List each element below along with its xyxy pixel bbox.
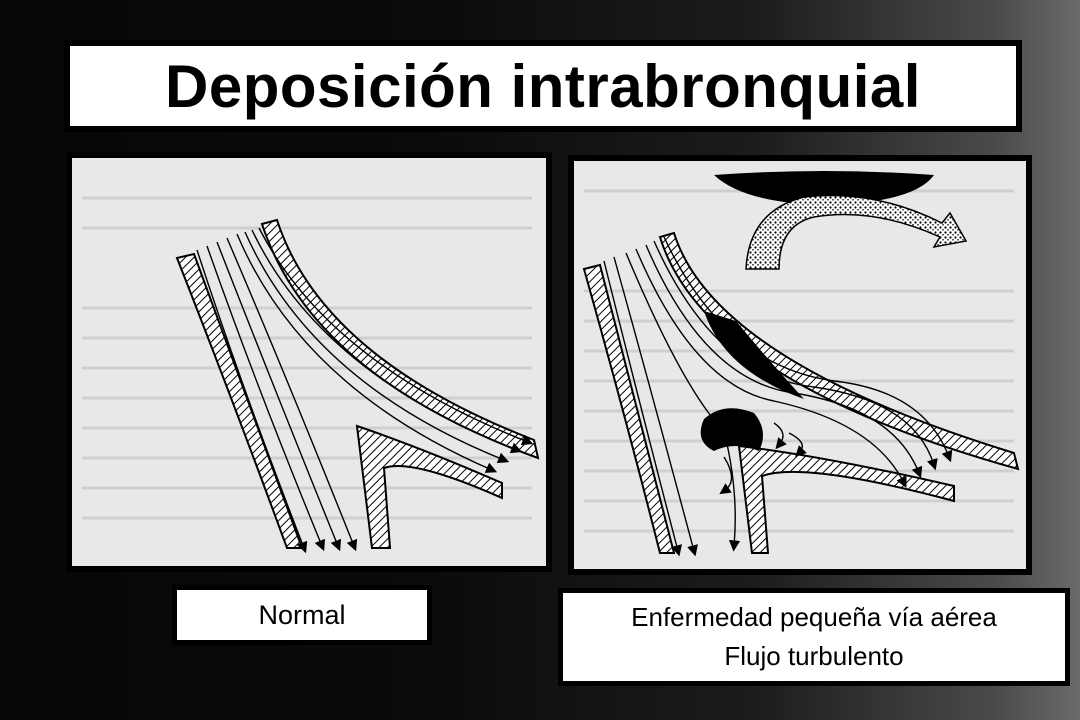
title-box: Deposición intrabronquial — [64, 40, 1022, 132]
normal-airflow-diagram — [66, 152, 552, 572]
page-title: Deposición intrabronquial — [165, 52, 921, 120]
caption-disease: Enfermedad pequeña vía aérea Flujo turbu… — [558, 588, 1070, 686]
laminar-streamlines — [196, 227, 534, 554]
turbulent-streamlines — [603, 236, 953, 557]
disease-airflow-svg — [582, 171, 1020, 557]
normal-airflow-svg — [82, 196, 540, 554]
caption-disease-line2: Flujo turbulento — [724, 641, 904, 671]
mucus-plug-top — [714, 171, 934, 205]
caption-disease-line1: Enfermedad pequeña vía aérea — [631, 602, 997, 632]
caption-normal: Normal — [172, 585, 432, 645]
deposition-arrow — [745, 194, 968, 270]
airway-carina — [355, 424, 503, 549]
caption-normal-text: Normal — [258, 599, 346, 630]
background-text-lines — [82, 196, 532, 520]
deposit-lower — [700, 408, 763, 451]
deposit-upper — [704, 311, 804, 399]
disease-airflow-diagram — [568, 155, 1032, 575]
airway-wall-left — [582, 263, 676, 554]
